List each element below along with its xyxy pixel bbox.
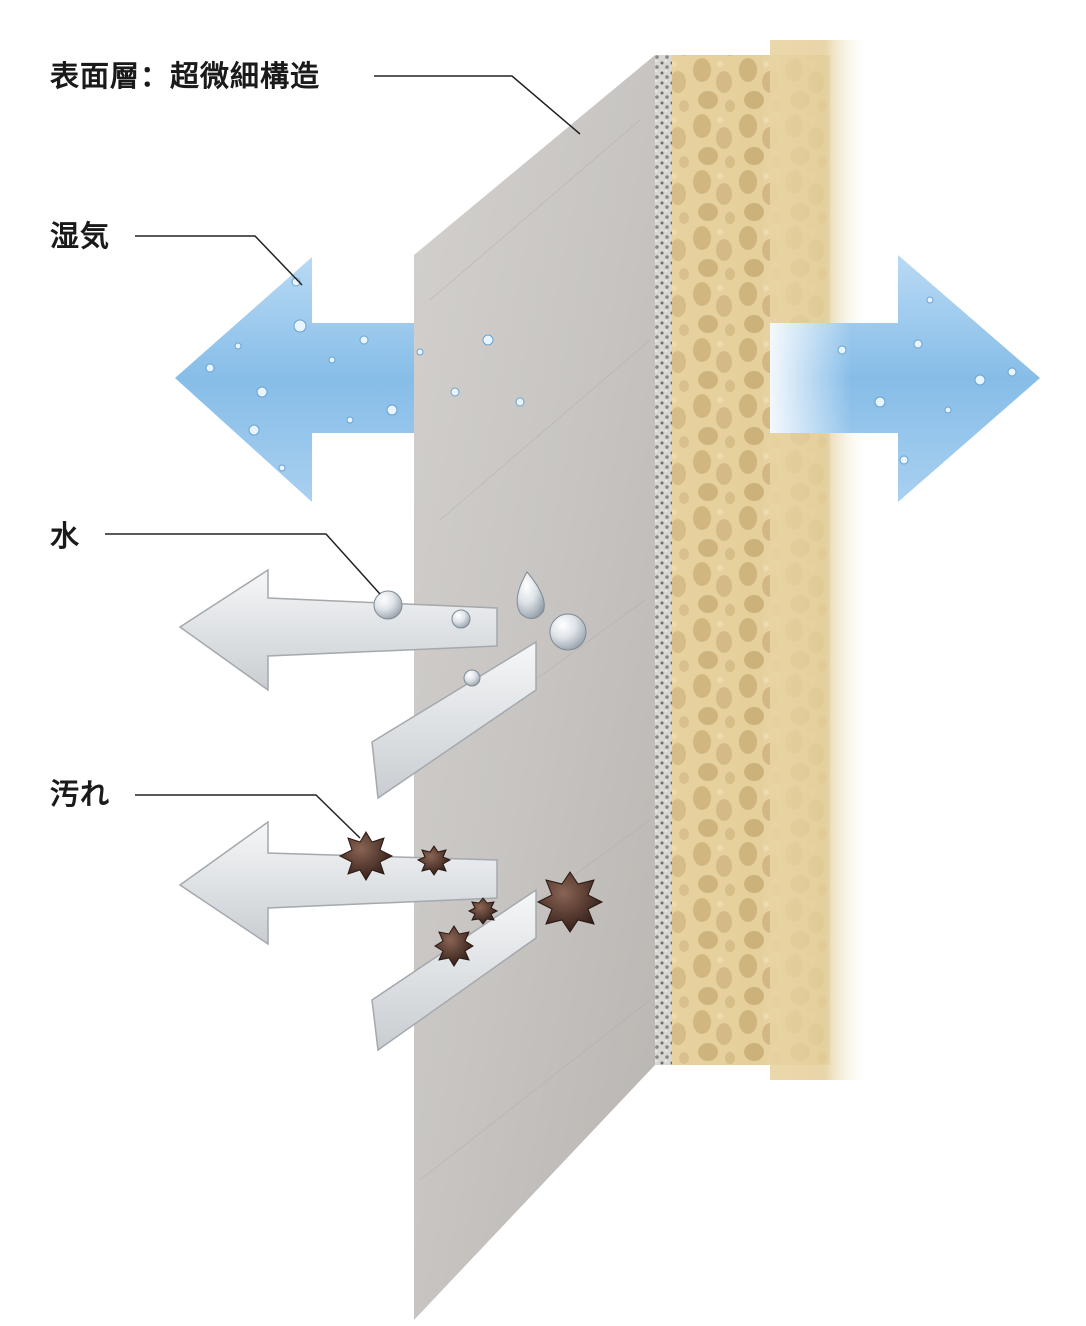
vapor-droplets <box>205 277 1017 472</box>
dirt-label: 汚れ <box>50 777 111 811</box>
panel-edge <box>655 55 672 1065</box>
dirt-deflect-arrow-icon <box>178 820 537 1052</box>
surface-layer-label: 表面層：超微細構造 <box>50 59 321 93</box>
moisture-vapor-label: 湿気 <box>50 219 111 253</box>
water-deflect-arrow-icon <box>178 568 537 800</box>
dirt-particle-icon <box>338 831 604 967</box>
leader-line-vapor <box>135 235 303 286</box>
water-label: 水 <box>50 519 81 553</box>
leader-lines <box>105 75 581 839</box>
leader-line-water <box>105 533 381 595</box>
vapor-arrow-left-icon <box>175 257 575 502</box>
leader-line-dirt <box>135 794 361 839</box>
foam-core <box>660 40 870 1080</box>
leader-line-surface <box>374 75 581 135</box>
water-drop-icon <box>373 571 587 687</box>
vapor-arrow-right-icon <box>770 255 1040 502</box>
